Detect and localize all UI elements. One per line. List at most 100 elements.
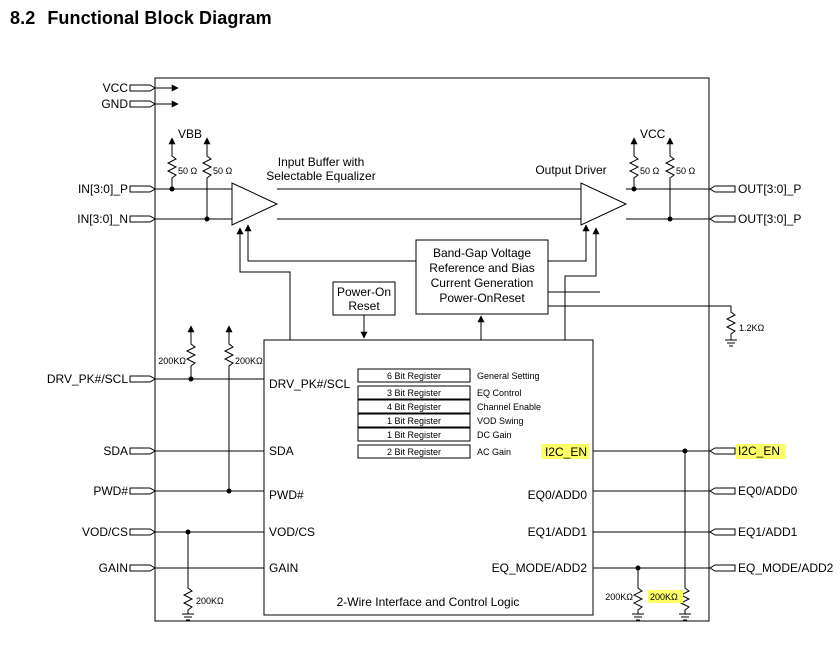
r200k-pwd-label: 200KΩ [235, 356, 263, 366]
vbb-resistor-2 [201, 150, 213, 219]
register-box-2 [357, 385, 471, 400]
vbb-resistor-1 [166, 150, 178, 189]
output-driver-label: Output Driver [535, 163, 606, 177]
sda-pin [129, 447, 156, 455]
control-logic-block [263, 339, 594, 616]
register-box-4 [357, 413, 471, 428]
pwd-pullup-resistor [223, 338, 235, 491]
eq1-pin [709, 528, 736, 536]
r50-label-2: 50 Ω [213, 166, 233, 176]
register-box-6 [357, 444, 471, 459]
pwd-label: PWD# [93, 484, 128, 498]
vod-cs-pin [129, 528, 156, 536]
eq-mode-pin [709, 564, 736, 572]
bandgap-label-1: Band-Gap Voltage [433, 246, 531, 260]
out-n-label: OUT[3:0]_P [738, 212, 801, 226]
register-name-2: 3 Bit Register [387, 388, 441, 398]
eq-mode-label: EQ_MODE/ADD2 [738, 561, 834, 575]
i2c-pulldown-resistor [679, 451, 691, 614]
device-outline [154, 77, 710, 622]
i2c-en-pin [709, 447, 736, 455]
i2c-en-label: I2C_EN [738, 444, 780, 458]
drv-pullup-resistor [185, 338, 197, 379]
eq0-pin [709, 487, 736, 495]
logic-gain-label: GAIN [269, 561, 298, 575]
r50-label-1: 50 Ω [178, 166, 198, 176]
out-p-pin [709, 185, 736, 193]
bandgap-label-4: Power-OnReset [439, 291, 525, 305]
eq0-label: EQ0/ADD0 [738, 484, 798, 498]
eqmode-pulldown-resistor [632, 568, 644, 614]
por-label-1: Power-On [337, 285, 391, 299]
register-desc-5: DC Gain [477, 430, 512, 440]
register-desc-4: VOD Swing [477, 416, 524, 426]
gnd-pin [129, 100, 156, 108]
logic-eq0-label: EQ0/ADD0 [528, 488, 588, 502]
output-driver-triangle [580, 182, 628, 226]
input-buffer-label-2: Selectable Equalizer [266, 169, 375, 183]
gnd-label: GND [101, 97, 128, 111]
drv-pk-scl-pin [129, 375, 156, 383]
gain-label: GAIN [99, 561, 128, 575]
logic-drv-pk-scl-label: DRV_PK#/SCL [269, 377, 350, 391]
section-title: Functional Block Diagram [47, 8, 272, 28]
section-number: 8.2 [10, 8, 36, 28]
register-desc-1: General Setting [477, 371, 540, 381]
register-desc-3: Channel Enable [477, 402, 541, 412]
register-box-5 [357, 427, 471, 442]
logic-sda-label: SDA [269, 444, 294, 458]
logic-pwd-label: PWD# [269, 488, 304, 502]
r50-label-3: 50 Ω [640, 166, 660, 176]
input-buffer-triangle [231, 182, 279, 226]
r50-label-4: 50 Ω [676, 166, 696, 176]
vod-cs-label: VOD/CS [82, 525, 128, 539]
r200k-eqmode-label: 200KΩ [605, 592, 633, 602]
register-box-3 [357, 399, 471, 414]
page-title: 8.2 Functional Block Diagram [10, 8, 272, 29]
vcc-resistor-2 [664, 150, 676, 219]
gain-pin [129, 564, 156, 572]
vcc-out-label: VCC [640, 127, 666, 141]
bandgap-label-2: Reference and Bias [429, 261, 534, 275]
register-box-1 [357, 368, 471, 383]
in-p-pin [129, 185, 156, 193]
r200k-drv-label: 200KΩ [158, 356, 186, 366]
logic-i2c-en-label: I2C_EN [545, 445, 587, 459]
input-buffer-label-1: Input Buffer with [278, 155, 365, 169]
highlight-i2c-pin [736, 444, 786, 459]
bandgap-block [415, 239, 549, 315]
register-name-1: 6 Bit Register [387, 371, 441, 381]
sda-label: SDA [103, 444, 128, 458]
logic-eq-mode-label: EQ_MODE/ADD2 [492, 561, 588, 575]
logic-vod-cs-label: VOD/CS [269, 525, 315, 539]
por-label-2: Reset [348, 299, 380, 313]
vod-pulldown-resistor [182, 532, 194, 614]
r200k-vod-label: 200KΩ [196, 596, 224, 606]
vcc-pin [129, 84, 156, 92]
register-name-6: 2 Bit Register [387, 447, 441, 457]
register-name-4: 1 Bit Register [387, 416, 441, 426]
register-name-5: 1 Bit Register [387, 430, 441, 440]
drv-pk-scl-label: DRV_PK#/SCL [47, 372, 128, 386]
rbias-resistor [548, 305, 737, 340]
register-desc-6: AC Gain [477, 447, 511, 457]
in-n-label: IN[3:0]_N [77, 212, 128, 226]
eq1-label: EQ1/ADD1 [738, 525, 798, 539]
out-n-pin [709, 215, 736, 223]
vcc-resistor-1 [628, 150, 640, 189]
vbb-label: VBB [178, 127, 202, 141]
highlight-200k [648, 590, 683, 603]
in-n-pin [129, 215, 156, 223]
pwd-pin [129, 487, 156, 495]
r1k2-label: 1.2KΩ [739, 323, 765, 333]
register-name-3: 4 Bit Register [387, 402, 441, 412]
control-logic-label: 2-Wire Interface and Control Logic [337, 595, 520, 609]
highlight-i2c-internal [541, 444, 589, 459]
r200k-i2c-label: 200KΩ [650, 592, 678, 602]
register-desc-2: EQ Control [477, 388, 522, 398]
logic-eq1-label: EQ1/ADD1 [528, 525, 588, 539]
in-p-label: IN[3:0]_P [78, 182, 128, 196]
bandgap-label-3: Current Generation [431, 276, 534, 290]
out-p-label: OUT[3:0]_P [738, 182, 801, 196]
